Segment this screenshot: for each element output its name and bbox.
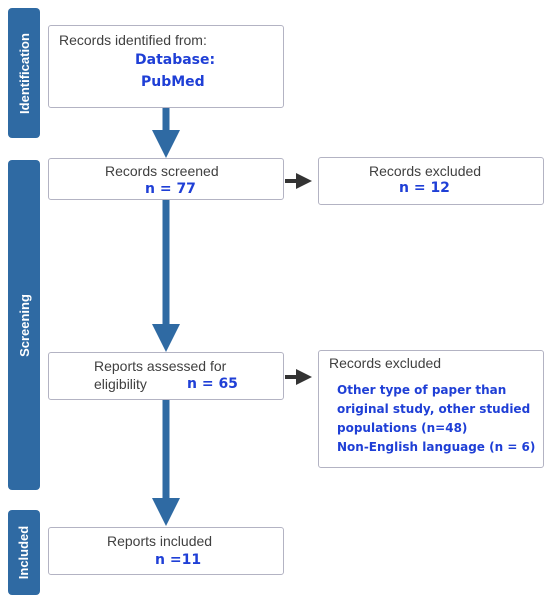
screened-box: Records screened n = 77 bbox=[48, 158, 284, 200]
assessed-count: n = 65 bbox=[187, 376, 238, 392]
screening-phase-bar: Screening bbox=[8, 160, 40, 490]
included-phase-bar: Included bbox=[8, 510, 40, 595]
excluded-reason-line2: original study, other studied bbox=[337, 402, 531, 416]
identification-title: Records identified from: bbox=[59, 32, 207, 48]
included-box: Reports included n =11 bbox=[48, 527, 284, 575]
included-title: Reports included bbox=[107, 533, 213, 549]
identification-phase-bar: Identification bbox=[8, 8, 40, 138]
included-count: n =11 bbox=[155, 552, 202, 568]
assessed-box: Reports assessed for eligibility n = 65 bbox=[48, 352, 284, 400]
excluded-box-2: Records excluded Other type of paper tha… bbox=[318, 350, 544, 468]
database-label: Database: bbox=[135, 52, 216, 68]
identification-box: Records identified from: Database: PubMe… bbox=[48, 25, 284, 108]
excluded-reason-line4: Non-English language (n = 6) bbox=[337, 440, 536, 454]
screened-count: n = 77 bbox=[145, 181, 196, 197]
database-name: PubMed bbox=[141, 74, 205, 90]
screened-title: Records screened bbox=[105, 163, 219, 179]
assessed-title-line2: eligibility bbox=[94, 376, 147, 392]
assessed-title-line1: Reports assessed for bbox=[94, 358, 227, 374]
excluded-reason-line1: Other type of paper than bbox=[337, 383, 507, 397]
excluded-box-1: Records excluded n = 12 bbox=[318, 157, 544, 205]
excluded-title-2: Records excluded bbox=[329, 355, 442, 371]
excluded-count-1: n = 12 bbox=[399, 180, 450, 196]
excluded-reason-line3: populations (n=48) bbox=[337, 421, 468, 435]
excluded-title-1: Records excluded bbox=[369, 163, 482, 179]
